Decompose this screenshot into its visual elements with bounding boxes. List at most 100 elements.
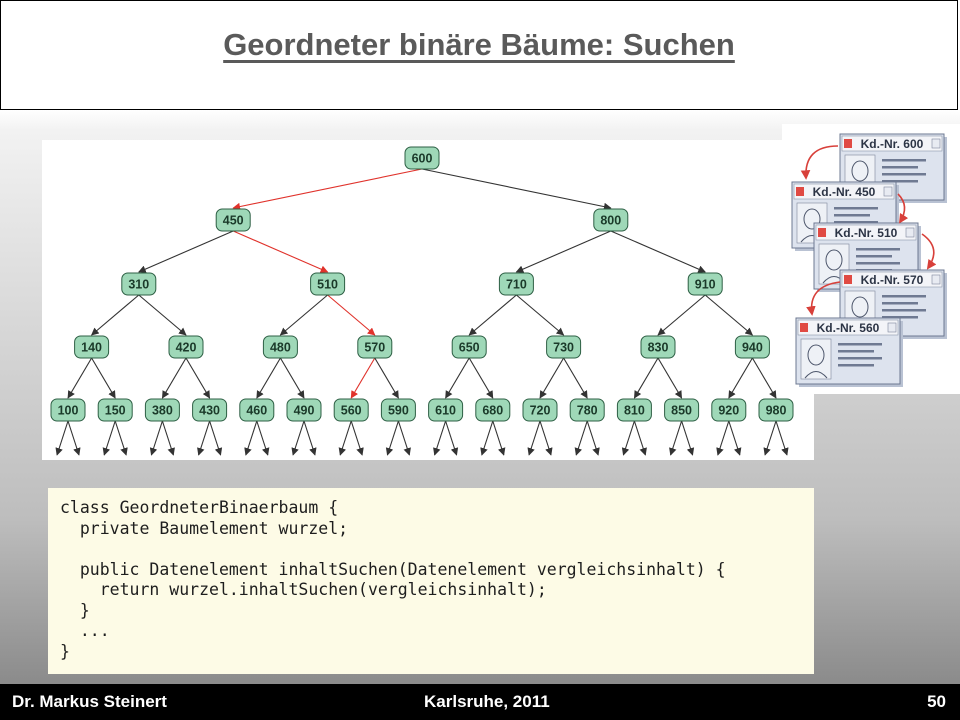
tree-node-label: 680 [482,404,503,418]
card-header [793,183,895,200]
subtree-arrow [114,420,128,456]
tree-node-label: 420 [176,341,197,355]
subtree-arrow [149,420,163,456]
tree-node: 610 [428,398,464,422]
tree-node: 590 [380,398,416,422]
tree-edge [421,168,612,211]
title-box: Geordneter binäre Bäume: Suchen [0,0,958,110]
card-text-line [838,364,874,367]
tree-node-box [121,272,157,296]
footer-bar: Dr. Markus Steinert Karlsruhe, 2011 50 [0,684,960,720]
tree-node-label: 730 [553,341,574,355]
subtree-arrow [669,420,683,456]
tree-node: 480 [262,335,298,359]
tree-edge [610,230,706,273]
tree-node-label: 910 [695,278,716,292]
tree-node-label: 650 [459,341,480,355]
subtree-arrow [681,420,695,456]
tree-edge [657,357,683,399]
subtree-arrow [480,420,494,456]
tree-node: 940 [734,335,770,359]
next-record-icon [887,322,897,333]
tree-edges [55,168,789,456]
subtree-arrow [385,420,399,456]
tree-node-label: 830 [648,341,669,355]
face-icon [803,208,821,230]
subtree-arrow [527,420,541,456]
tree-node-box [498,272,534,296]
code-line: public Datenelement inhaltSuchen(Datenel… [60,559,726,579]
tree-node-label: 430 [199,404,220,418]
tree-node: 650 [451,335,487,359]
tree-node-box [333,398,369,422]
tree-node: 800 [593,208,629,232]
subtree-arrow [102,420,116,456]
tree-node: 310 [121,272,157,296]
tree-node-box [168,335,204,359]
subtree-arrow [350,420,364,456]
card-header [815,224,917,241]
tree-node: 730 [546,335,582,359]
tree-edge [279,357,305,399]
tree-node-label: 940 [742,341,763,355]
tree-node: 980 [758,398,794,422]
tree-node-label: 150 [105,404,126,418]
tree-edge [539,357,565,399]
tree-node: 810 [616,398,652,422]
next-card-arrow [806,281,841,316]
subtree-arrow [433,420,447,456]
tree-edge [468,357,494,399]
page-number: 50 [927,692,946,711]
card-text-line [856,255,892,258]
tree-node-label: 460 [246,404,267,418]
tree-edge [374,357,399,399]
card-text-line [882,302,918,305]
tree-node: 680 [475,398,511,422]
tree-node-label: 590 [388,404,409,418]
tree-node-label: 850 [671,404,692,418]
tree-node: 850 [664,398,700,422]
code-line [60,539,802,560]
tree-node-box [475,398,511,422]
code-line: class GeordneterBinaerbaum { [60,498,339,517]
tree-node-box [144,398,180,422]
next-card-arrow [800,145,839,180]
tree-node-label: 810 [624,404,645,418]
tree-node-box [569,398,605,422]
card-text-line [856,262,900,265]
tree-node: 710 [498,272,534,296]
tree-edge [138,230,234,273]
tree-node-label: 100 [58,404,79,418]
tree-node: 920 [711,398,747,422]
tree-node-label: 600 [412,152,433,166]
card-text-line [882,159,926,162]
face-icon [851,160,869,182]
face-icon [825,249,843,271]
tree-node-box [711,398,747,422]
subtree-arrow [492,420,506,456]
tree-node-label: 490 [294,404,315,418]
tree-node-label: 480 [270,341,291,355]
search-path-edge [232,230,329,273]
card-text-line [882,316,918,319]
tree-node-box [74,335,110,359]
search-path-edge [232,168,423,211]
subtree-arrow [55,420,69,456]
card-text-line [856,248,900,251]
card-text-line [882,166,918,169]
tree-node-box [451,335,487,359]
tree-node: 100 [50,398,86,422]
tree-node: 150 [97,398,133,422]
subtree-arrow [303,420,317,456]
tree-node-box [97,398,133,422]
tree-node-box [664,398,700,422]
tree-node-label: 980 [766,404,787,418]
tree-edge [91,294,140,336]
card-text-line [838,350,874,353]
prev-record-icon [800,323,808,332]
tree-edge [91,357,116,399]
prev-record-icon [844,139,852,148]
tree-node-box [734,335,770,359]
